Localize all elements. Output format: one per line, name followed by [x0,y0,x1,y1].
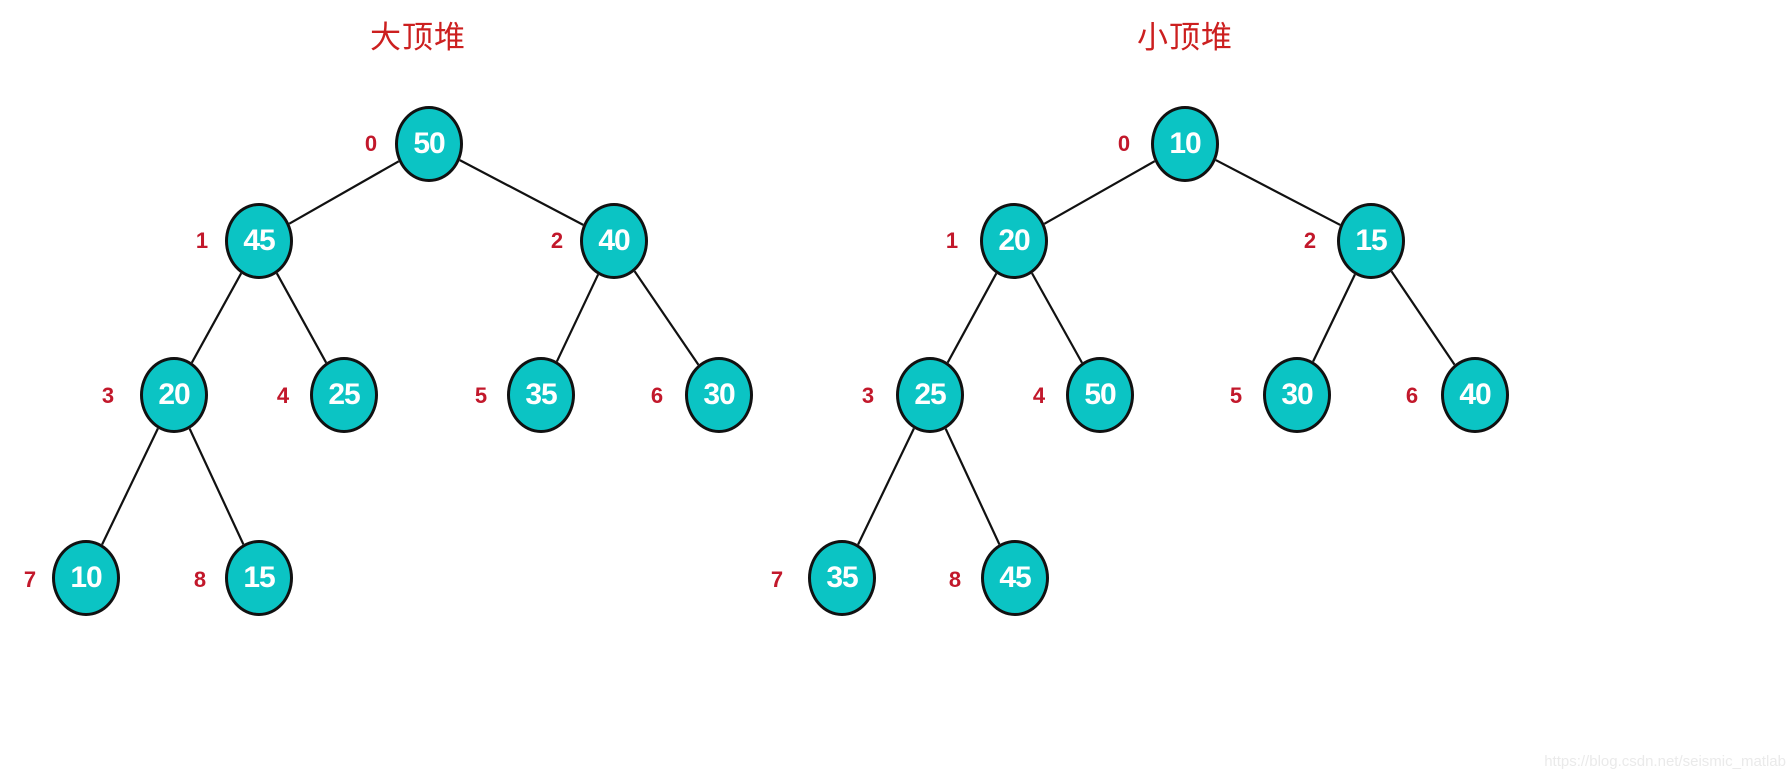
tree-title-max-heap: 大顶堆 [370,20,466,56]
tree-node-value: 30 [1281,378,1313,411]
tree-node[interactable]: 10 [1151,106,1219,182]
tree-edge [944,428,1001,545]
tree-edge [1390,270,1456,366]
tree-node[interactable]: 45 [981,540,1049,616]
tree-node-value: 50 [413,127,445,160]
tree-node[interactable]: 40 [1441,357,1509,433]
node-index-label: 2 [1303,228,1317,253]
tree-edge [101,427,159,546]
tree-node[interactable]: 20 [140,357,208,433]
tree-node[interactable]: 10 [52,540,120,616]
node-index-label: 1 [945,228,959,253]
tree-node-value: 40 [1459,378,1491,411]
tree-node[interactable]: 30 [1263,357,1331,433]
watermark: https://blog.csdn.net/seismic_matlab [1544,753,1786,770]
tree-edge [288,160,400,225]
node-index-label: 2 [550,228,564,253]
node-index-label: 3 [101,383,115,408]
tree-node-value: 20 [998,224,1030,257]
tree-node-value: 10 [1169,127,1201,160]
tree-node[interactable]: 15 [1337,203,1405,279]
tree-node-value: 10 [70,561,102,594]
node-index-label: 4 [1032,383,1046,408]
tree-node[interactable]: 25 [310,357,378,433]
tree-edge [1031,272,1083,364]
node-index-label: 6 [1405,383,1419,408]
tree-node-value: 35 [826,561,858,594]
tree-node[interactable]: 45 [225,203,293,279]
tree-node-value: 15 [243,561,275,594]
tree-node[interactable]: 35 [507,357,575,433]
tree-edge [857,427,915,546]
tree-edge [1043,160,1156,225]
tree-edge [275,272,328,364]
tree-node-value: 20 [158,378,190,411]
node-index-label: 0 [1117,131,1131,156]
node-index-label: 4 [276,383,290,408]
tree-node[interactable]: 30 [685,357,753,433]
tree-edge [946,272,998,364]
tree-node[interactable]: 35 [808,540,876,616]
tree-edge [188,428,245,545]
tree-node[interactable]: 25 [896,357,964,433]
node-index-label: 0 [364,131,378,156]
tree-node[interactable]: 40 [580,203,648,279]
tree-edge [459,159,584,226]
tree-node-value: 45 [999,561,1031,594]
node-index-label: 7 [770,567,784,592]
node-index-label: 7 [23,567,37,592]
node-index-label: 3 [861,383,875,408]
tree-node-value: 25 [914,378,946,411]
tree-edge [190,272,243,364]
tree-node[interactable]: 50 [1066,357,1134,433]
tree-node-value: 15 [1355,224,1387,257]
node-index-label: 8 [948,567,962,592]
tree-node-value: 35 [525,378,557,411]
tree-edge [1215,159,1341,226]
tree-node[interactable]: 15 [225,540,293,616]
node-index-label: 5 [474,383,488,408]
tree-node-value: 30 [703,378,735,411]
tree-node-value: 25 [328,378,360,411]
tree-node-value: 40 [598,224,630,257]
tree-edge [1312,274,1356,362]
tree-node-value: 45 [243,224,275,257]
node-index-label: 5 [1229,383,1243,408]
tree-edge [633,270,700,366]
tree-node[interactable]: 50 [395,106,463,182]
tree-node-value: 50 [1084,378,1116,411]
tree-title-min-heap: 小顶堆 [1137,20,1233,56]
tree-node[interactable]: 20 [980,203,1048,279]
tree-edge [555,274,600,362]
node-index-label: 8 [193,567,207,592]
node-index-label: 1 [195,228,209,253]
node-index-label: 6 [650,383,664,408]
